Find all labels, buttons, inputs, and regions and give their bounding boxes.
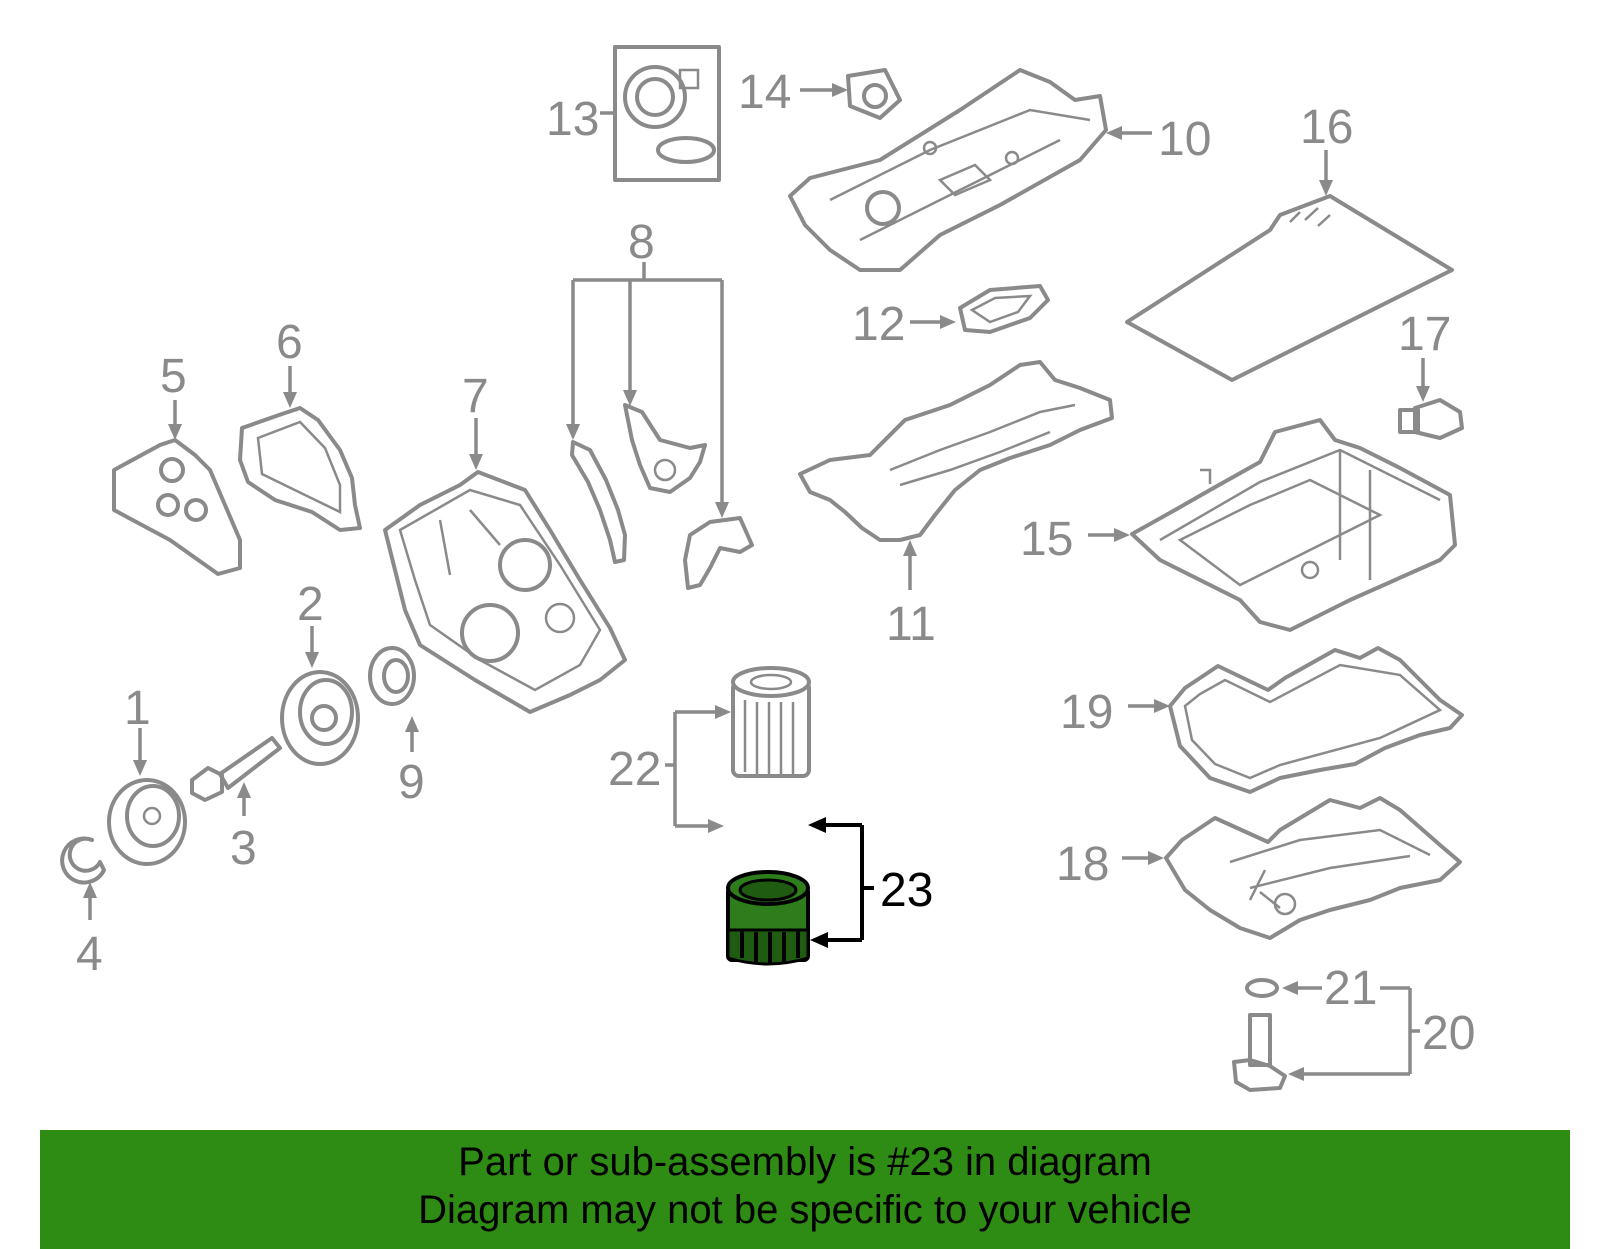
part-7-timing-cover[interactable]	[383, 418, 627, 714]
callout-12: 12	[852, 298, 905, 351]
part-2-pulley[interactable]	[280, 626, 360, 766]
banner-line-2: Diagram may not be specific to your vehi…	[418, 1188, 1192, 1232]
part-6-gasket[interactable]	[238, 366, 362, 532]
part-18-lower-oil-pan[interactable]	[1122, 796, 1462, 940]
callout-11: 11	[886, 598, 936, 651]
part-10-valve-cover[interactable]	[788, 68, 1152, 272]
part-5-cover[interactable]	[112, 400, 242, 576]
callout-7: 7	[462, 370, 489, 423]
callout-19: 19	[1060, 686, 1113, 739]
callout-17: 17	[1398, 308, 1451, 361]
part-19-oil-pan-gasket[interactable]	[1128, 646, 1464, 794]
callout-23: 23	[880, 864, 933, 917]
part-20-drain-plug[interactable]	[1232, 986, 1420, 1092]
callout-3: 3	[230, 822, 257, 875]
callout-5: 5	[160, 350, 187, 403]
callout-2: 2	[297, 578, 324, 631]
part-22-oil-filter-element[interactable]	[665, 666, 811, 833]
callout-20: 20	[1422, 1007, 1475, 1060]
part-14-sensor[interactable]	[800, 68, 902, 120]
part-12-gasket[interactable]	[910, 284, 1050, 334]
callout-8: 8	[628, 216, 655, 269]
callout-6: 6	[276, 316, 303, 369]
parts-diagram: 13 14 10 16 12	[60, 45, 1475, 1092]
callout-15: 15	[1020, 513, 1073, 566]
part-21-o-ring[interactable]	[1245, 978, 1322, 998]
part-8-gasket-set[interactable]	[566, 262, 754, 590]
callout-22: 22	[608, 743, 661, 796]
callout-14: 14	[738, 66, 791, 119]
info-banner: Part or sub-assembly is #23 in diagram D…	[40, 1130, 1570, 1249]
part-23-oil-filter-cap[interactable]	[726, 817, 874, 966]
callout-16: 16	[1300, 101, 1353, 154]
callout-10: 10	[1158, 113, 1211, 166]
banner-line-1: Part or sub-assembly is #23 in diagram	[458, 1140, 1152, 1184]
callout-13: 13	[546, 93, 599, 146]
part-17-sensor[interactable]	[1398, 358, 1464, 440]
part-1-crank-hub[interactable]	[107, 728, 187, 866]
part-16-gasket[interactable]	[1125, 150, 1454, 382]
part-9-seal[interactable]	[368, 646, 419, 752]
callout-4: 4	[76, 928, 103, 981]
callout-1: 1	[124, 682, 151, 735]
callout-21: 21	[1324, 962, 1377, 1015]
part-3-bolt[interactable]	[190, 736, 282, 816]
part-11-valve-cover-gasket[interactable]	[798, 360, 1114, 590]
callout-9: 9	[398, 756, 425, 809]
callout-18: 18	[1056, 838, 1109, 891]
part-13-oil-filler-cap[interactable]	[600, 45, 721, 182]
part-15-oil-pan[interactable]	[1088, 418, 1457, 632]
part-4-snap-ring[interactable]	[60, 836, 106, 920]
